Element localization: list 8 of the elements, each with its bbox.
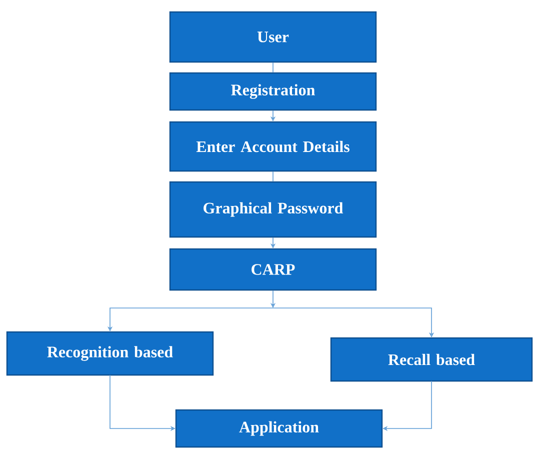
decision-box: Recall based xyxy=(330,337,533,382)
process-box: Graphical Password xyxy=(169,181,377,238)
process-box: Registration xyxy=(169,72,377,111)
process-box: User xyxy=(169,11,377,63)
process-box: Application xyxy=(175,409,383,448)
process-box: CARP xyxy=(169,248,377,291)
decision-box: Recognition based xyxy=(6,331,214,376)
process-box: Enter Account Details xyxy=(169,121,377,172)
